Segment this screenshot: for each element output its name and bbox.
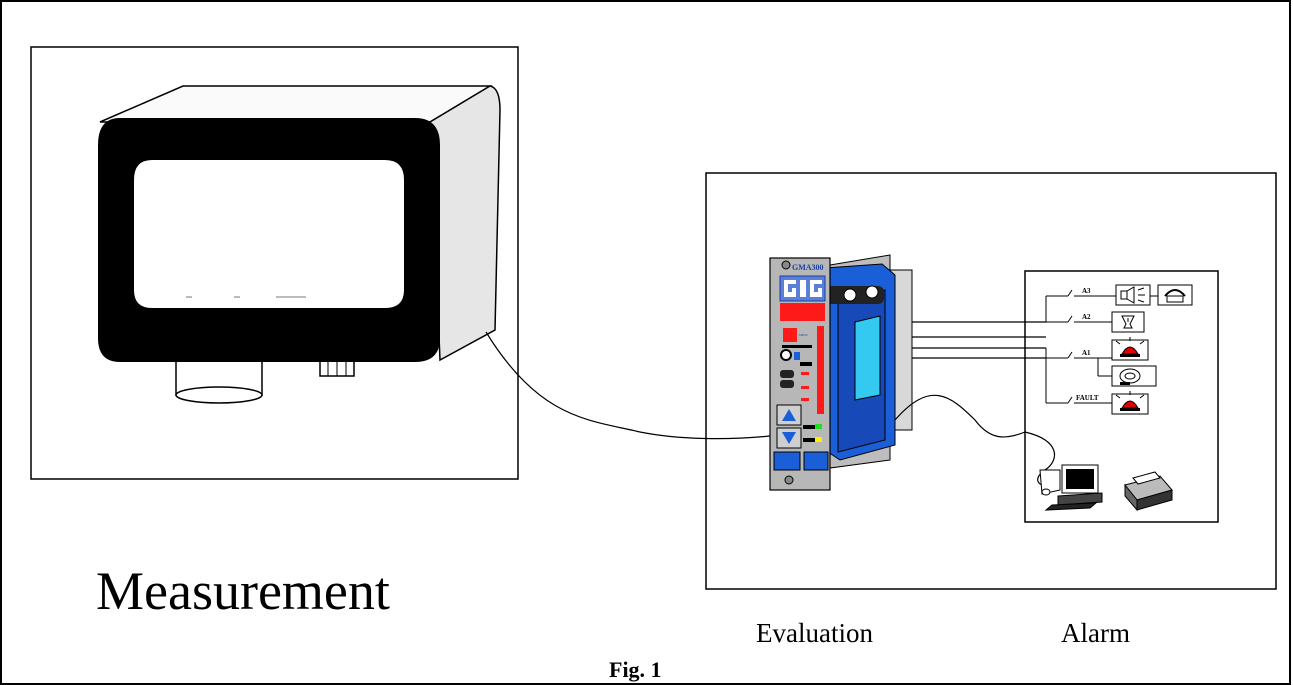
- beacon-icon: [1111, 391, 1149, 415]
- alarm-box: [1024, 270, 1219, 523]
- controller-model: GMA300: [792, 263, 824, 272]
- window-dots: [186, 296, 306, 298]
- relay-module: [824, 254, 913, 469]
- dip-switch-right: [803, 451, 829, 471]
- housing-top: [99, 85, 493, 123]
- horn-icon: [1115, 284, 1151, 306]
- alarm-label: Alarm: [1061, 618, 1130, 648]
- alarm-relays: [1045, 289, 1158, 404]
- controller-display: [780, 303, 825, 321]
- gas-sensor-housing: [98, 85, 501, 404]
- led-green: [815, 424, 822, 429]
- figure-caption: Fig. 1: [609, 657, 662, 682]
- evaluation-box: [705, 172, 1277, 590]
- svg-text:MENU: MENU: [799, 333, 809, 337]
- output-fault: FAULT: [1076, 394, 1099, 402]
- relay-window: [854, 315, 881, 401]
- dip-switch-left: [773, 451, 801, 471]
- output-a1: A1: [1082, 349, 1091, 357]
- output-a2: A2: [1082, 313, 1091, 321]
- fax-icon: [1124, 471, 1173, 512]
- sensor-cable: [485, 331, 771, 440]
- measurement-box: [30, 46, 519, 480]
- output-a3: A3: [1082, 287, 1091, 295]
- housing-side: [429, 85, 501, 362]
- bell-icon: [1111, 365, 1157, 387]
- alarm-output-labels: A3 A2 A1 FAULT: [1076, 287, 1099, 402]
- signal-lines: [894, 321, 1059, 487]
- housing-window: [134, 160, 404, 308]
- control-knob: [780, 349, 792, 361]
- siren-icon: [1111, 311, 1145, 333]
- evaluation-label: Evaluation: [756, 618, 873, 648]
- gma300-controller: GMA300 MENU: [769, 257, 831, 491]
- beacon-icon: [1111, 337, 1149, 361]
- cable-gland-right: [319, 359, 355, 377]
- led-yellow: [815, 437, 822, 442]
- measurement-label: Measurement: [96, 561, 390, 621]
- computer-icon: [1039, 464, 1103, 511]
- bargraph: [817, 326, 824, 414]
- telephone-icon: [1157, 284, 1193, 306]
- cable-gland-left: [175, 359, 263, 404]
